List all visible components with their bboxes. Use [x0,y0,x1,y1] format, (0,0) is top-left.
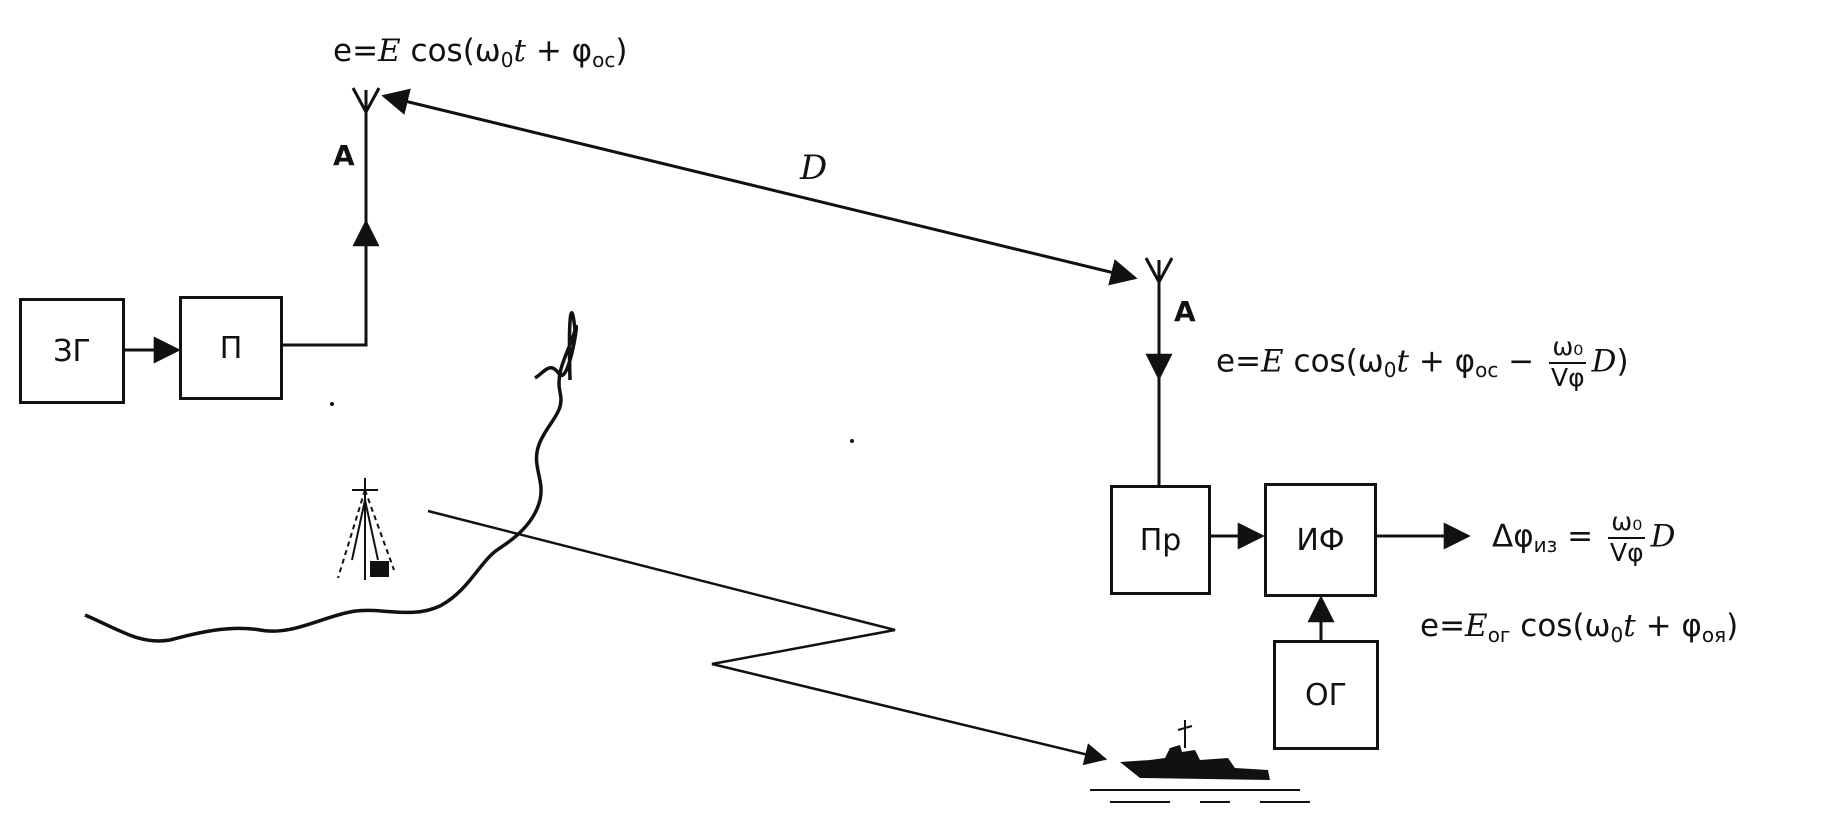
receiver-block: Пр [1110,485,1211,595]
reference-signal-formula: e=Eог cos(ω0t + φоя) [1420,608,1739,647]
ship-icon [1090,720,1310,803]
line-transmitter-to-antenna [282,219,380,347]
transmitted-signal-formula: e=E cos(ω0t + φос) [333,33,628,72]
speck [850,439,854,443]
reference-generator-label: ОГ [1305,677,1347,713]
transmit-antenna-label: A [333,139,355,172]
reference-generator-block: ОГ [1273,640,1379,750]
phase-meter-label: ИФ [1296,522,1345,558]
transmitter-block: П [179,296,283,400]
coastline [84,311,579,643]
shore-station-icon [337,478,395,580]
transmit-antenna-icon [351,87,381,113]
receive-antenna-label: A [1174,295,1196,328]
receiver-label: Пр [1139,522,1182,558]
distance-label: D [800,148,828,188]
distance-arrow [381,88,1138,286]
generator-block: ЗГ [19,298,125,404]
phase-meter-block: ИФ [1264,483,1377,597]
transmitter-label: П [219,330,243,366]
speck [330,402,334,406]
generator-label: ЗГ [53,333,91,369]
signal-path-to-ship [427,509,1108,766]
receive-antenna-icon [1144,257,1174,283]
